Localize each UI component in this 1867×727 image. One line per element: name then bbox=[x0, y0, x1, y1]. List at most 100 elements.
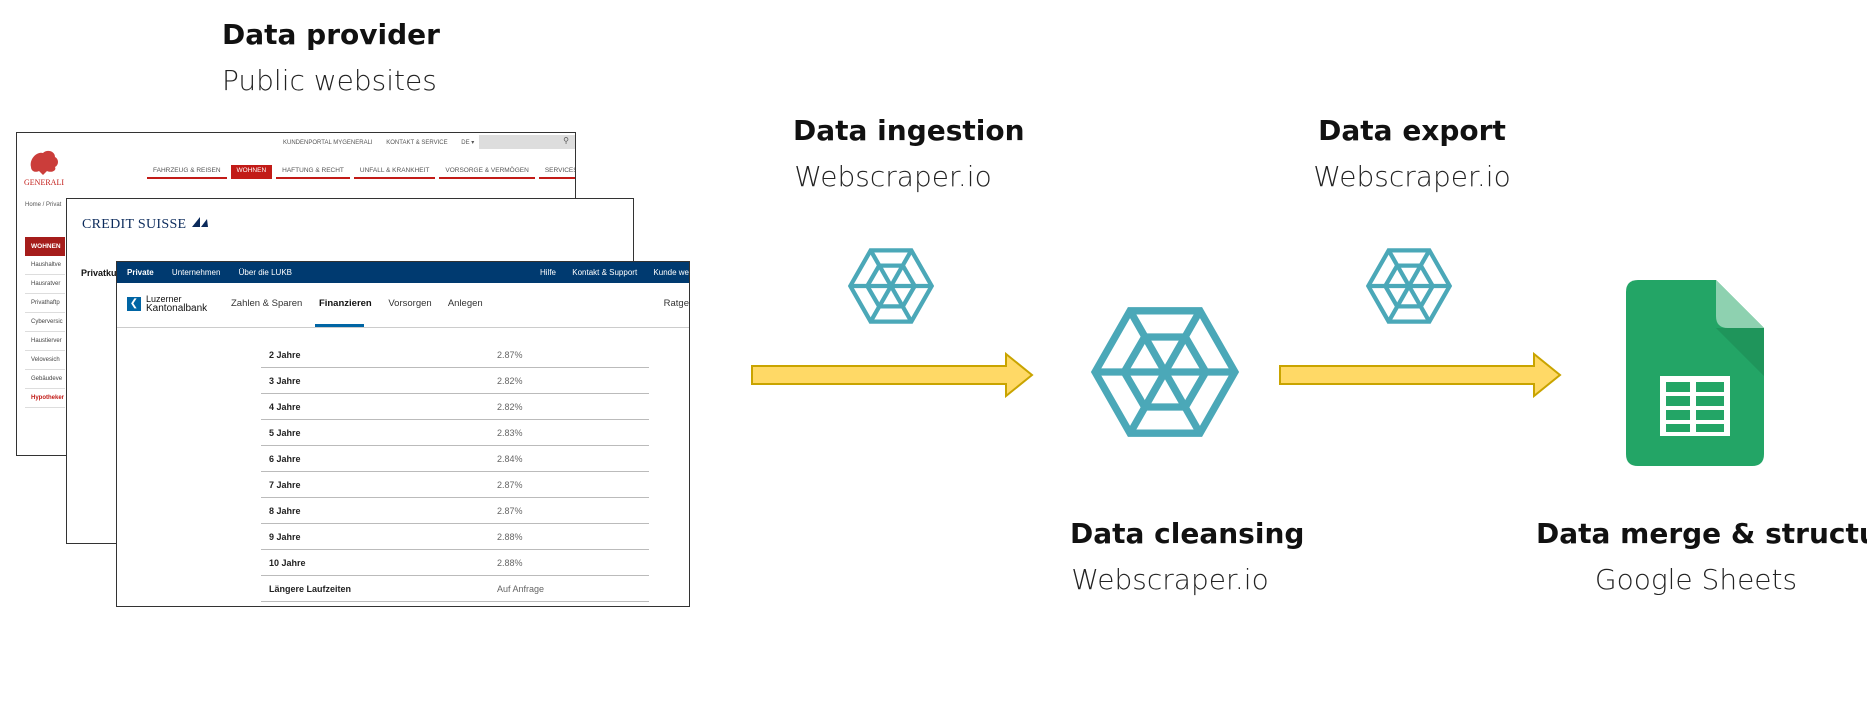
rate-cell: 2.84% bbox=[497, 453, 523, 464]
lukb-menu: Zahlen & Sparen Finanzieren Vorsorgen An… bbox=[231, 298, 497, 309]
breadcrumb: Home / Privat bbox=[25, 202, 62, 208]
generali-nav-item: FAHRZEUG & REISEN bbox=[147, 165, 227, 179]
term-cell: Längere Laufzeiten bbox=[269, 583, 352, 594]
table-row: 4 Jahre 2.82% bbox=[261, 394, 649, 420]
lukb-nav-item: Unternehmen bbox=[171, 268, 221, 277]
data-export-label: Data export Webscraper.io bbox=[1312, 114, 1512, 193]
generali-nav-item: SERVICES bbox=[538, 165, 575, 179]
generali-nav: FAHRZEUG & REISEN WOHNEN HAFTUNG & RECHT… bbox=[147, 165, 575, 179]
webscraper-icon bbox=[1366, 248, 1452, 324]
term-cell: 6 Jahre bbox=[269, 453, 301, 464]
rate-cell: 2.87% bbox=[497, 479, 523, 490]
generali-top-link: KONTAKT & SERVICE bbox=[386, 140, 448, 146]
data-ingestion-label: Data ingestion Webscraper.io bbox=[793, 114, 1025, 193]
table-row: 8 Jahre 2.87% bbox=[261, 498, 649, 524]
webscraper-icon bbox=[848, 248, 934, 324]
generali-top-link: DE ▾ bbox=[461, 140, 475, 146]
term-cell: 3 Jahre bbox=[269, 375, 301, 386]
lukb-menu-item: Vorsorgen bbox=[388, 298, 432, 309]
rate-cell: 2.88% bbox=[497, 557, 523, 568]
data-merge-title: Data merge & structuring bbox=[1536, 517, 1867, 550]
generali-nav-item: UNFALL & KRANKHEIT bbox=[353, 165, 436, 179]
generali-sidebar-item: Privathaftp bbox=[25, 294, 65, 313]
data-provider-label: Data provider Public websites bbox=[222, 18, 440, 97]
arrow-right-icon bbox=[1279, 352, 1562, 398]
lukb-nav-item: Kontakt & Support bbox=[572, 268, 638, 277]
lukb-logo-line2: Kantonalbank bbox=[146, 303, 208, 314]
generali-sidebar-item: Hypotheker bbox=[25, 389, 65, 408]
table-row: 5 Jahre 2.83% bbox=[261, 420, 649, 446]
term-cell: 8 Jahre bbox=[269, 505, 301, 516]
generali-sidebar-item: Hausratver bbox=[25, 275, 65, 294]
generali-sidebar: WOHNEN Haushaltve Hausratver Privathaftp… bbox=[25, 237, 65, 408]
lukb-nav-item: Über die LUKB bbox=[238, 268, 292, 277]
generali-top-link: KUNDENPORTAL MYGENERALI bbox=[283, 140, 373, 146]
term-cell: 2 Jahre bbox=[269, 349, 301, 360]
rate-cell: Auf Anfrage bbox=[497, 583, 545, 594]
lukb-rate-table: 2 Jahre 2.87% 3 Jahre 2.82% 4 Jahre 2.82% 5 Ja… bbox=[261, 342, 649, 602]
generali-sidebar-item: Gebäudeve bbox=[25, 370, 65, 389]
generali-search-box bbox=[479, 135, 575, 149]
data-ingestion-title: Data ingestion bbox=[793, 114, 1025, 147]
lukb-header: ❮ Luzerner Kantonalbank Zahlen & Sparen … bbox=[117, 283, 689, 328]
generali-nav-item: VORSORGE & VERMÖGEN bbox=[439, 165, 535, 179]
lukb-logo-line1: Luzerner bbox=[146, 294, 182, 304]
table-row: 10 Jahre 2.88% bbox=[261, 550, 649, 576]
rate-cell: 2.87% bbox=[497, 349, 523, 360]
search-icon: ⚲ bbox=[563, 136, 569, 145]
rate-cell: 2.83% bbox=[497, 427, 523, 438]
rate-cell: 2.88% bbox=[497, 531, 523, 542]
data-export-subtitle: Webscraper.io bbox=[1313, 159, 1511, 193]
lukb-active-underline bbox=[315, 324, 364, 327]
term-cell: 10 Jahre bbox=[269, 557, 306, 568]
table-row: Längere Laufzeiten Auf Anfrage bbox=[261, 576, 649, 602]
generali-nav-item: HAFTUNG & RECHT bbox=[276, 165, 350, 179]
credit-suisse-logo: CREDIT SUISSE bbox=[82, 215, 210, 233]
lukb-menu-item: Ratge bbox=[663, 298, 689, 309]
rate-cell: 2.82% bbox=[497, 375, 523, 386]
table-row: 9 Jahre 2.88% bbox=[261, 524, 649, 550]
term-cell: 5 Jahre bbox=[269, 427, 301, 438]
lukb-menu-item: Zahlen & Sparen bbox=[231, 298, 303, 309]
rate-cell: 2.87% bbox=[497, 505, 523, 516]
term-cell: 7 Jahre bbox=[269, 479, 301, 490]
data-merge-label: Data merge & structuring Google Sheets bbox=[1536, 517, 1867, 596]
table-row: 7 Jahre 2.87% bbox=[261, 472, 649, 498]
data-ingestion-subtitle: Webscraper.io bbox=[794, 159, 992, 193]
data-cleansing-title: Data cleansing bbox=[1070, 517, 1305, 550]
data-cleansing-label: Data cleansing Webscraper.io bbox=[1070, 517, 1305, 596]
credit-suisse-logo-text: CREDIT SUISSE bbox=[82, 217, 187, 232]
term-cell: 9 Jahre bbox=[269, 531, 301, 542]
generali-logo-icon: GENERALI bbox=[24, 150, 64, 187]
data-provider-subtitle: Public websites bbox=[222, 63, 437, 97]
lukb-top-nav: Private Unternehmen Über die LUKB Hilfe … bbox=[117, 262, 689, 283]
google-sheets-icon bbox=[1626, 280, 1764, 466]
data-export-title: Data export bbox=[1318, 114, 1506, 147]
data-provider-title: Data provider bbox=[222, 18, 440, 51]
table-row: 2 Jahre 2.87% bbox=[261, 342, 649, 368]
generali-nav-item-active: WOHNEN bbox=[230, 165, 273, 179]
rate-cell: 2.82% bbox=[497, 401, 523, 412]
arrow-right-icon bbox=[751, 352, 1034, 398]
table-row: 6 Jahre 2.84% bbox=[261, 446, 649, 472]
lukb-nav-item: Kunde we bbox=[653, 268, 689, 277]
term-cell: 4 Jahre bbox=[269, 401, 301, 412]
credit-suisse-nav-text: Privatku bbox=[81, 268, 117, 278]
generali-sidebar-item: Haushaltve bbox=[25, 256, 65, 275]
data-cleansing-subtitle: Webscraper.io bbox=[1071, 562, 1269, 596]
webscraper-icon bbox=[1090, 307, 1240, 437]
lukb-menu-item-active: Finanzieren bbox=[318, 298, 372, 309]
lukb-logo: ❮ Luzerner Kantonalbank bbox=[127, 294, 208, 314]
generali-logo-text: GENERALI bbox=[24, 178, 64, 187]
generali-sidebar-item: Cyberversic bbox=[25, 313, 65, 332]
generali-sidebar-item: Velovesich bbox=[25, 351, 65, 370]
generali-top-links: KUNDENPORTAL MYGENERALI KONTAKT & SERVIC… bbox=[283, 139, 486, 146]
generali-sidebar-item: Haustierver bbox=[25, 332, 65, 351]
lukb-nav-item: Private bbox=[127, 268, 154, 277]
lukb-logo-icon: ❮ bbox=[127, 297, 141, 311]
sails-icon bbox=[192, 217, 209, 227]
lukb-nav-item: Hilfe bbox=[539, 268, 556, 277]
lukb-menu-item: Anlegen bbox=[447, 298, 483, 309]
data-merge-subtitle: Google Sheets bbox=[1594, 562, 1798, 596]
lukb-screenshot: Private Unternehmen Über die LUKB Hilfe … bbox=[116, 261, 690, 607]
